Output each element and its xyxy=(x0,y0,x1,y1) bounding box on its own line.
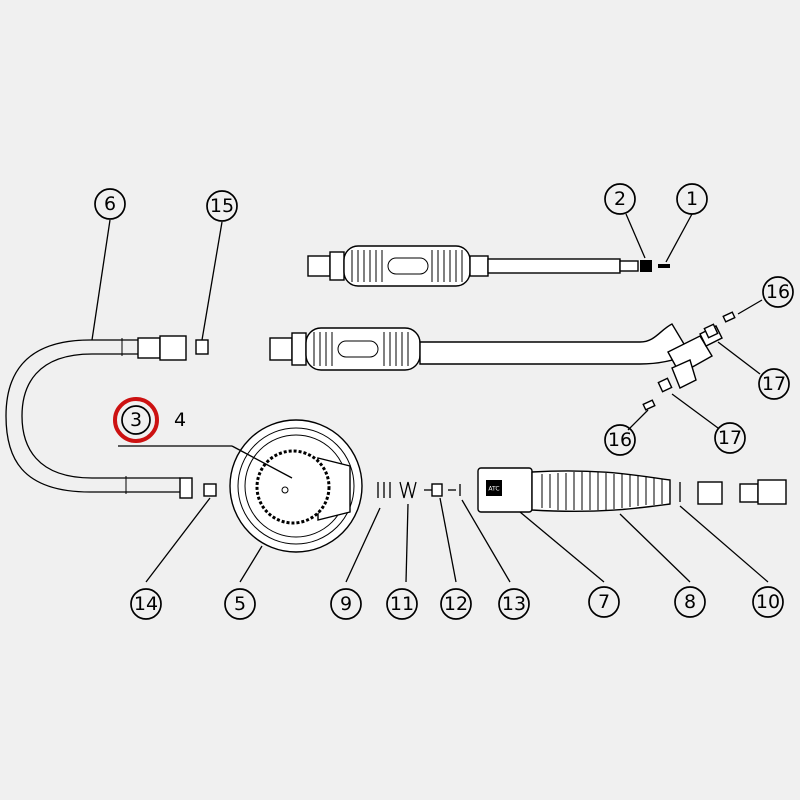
callout-17-upper: 17 xyxy=(758,368,790,400)
callout-10-label: 10 xyxy=(756,591,780,613)
callout-13-label: 13 xyxy=(502,593,526,615)
callout-16-upper-label: 16 xyxy=(766,281,790,303)
callout-2: 2 xyxy=(604,183,636,215)
callout-15: 15 xyxy=(206,190,238,222)
callout-5: 5 xyxy=(224,588,256,620)
callout-9: 9 xyxy=(330,588,362,620)
callout-2-label: 2 xyxy=(614,188,626,210)
dual-head-chuck-assembly xyxy=(269,299,763,431)
callout-3: 3 xyxy=(113,397,159,443)
callout-5-label: 5 xyxy=(234,593,246,615)
callout-16-lower: 16 xyxy=(604,424,636,456)
callout-7-label: 7 xyxy=(598,591,610,613)
callout-3-label: 3 xyxy=(130,409,142,431)
callout-4-label: 4 xyxy=(174,409,186,431)
callout-17-lower-label: 17 xyxy=(718,427,742,449)
handle-and-bellows: ATC xyxy=(477,467,787,583)
callout-12-label: 12 xyxy=(444,593,468,615)
callout-3-highlight-ring xyxy=(113,397,159,443)
inline-small-parts xyxy=(345,481,511,583)
top-chuck-assembly xyxy=(307,213,693,287)
callout-6-label: 6 xyxy=(104,193,116,215)
callout-8: 8 xyxy=(674,586,706,618)
gauge xyxy=(118,419,363,583)
callout-9-label: 9 xyxy=(340,593,352,615)
callout-10: 10 xyxy=(752,586,784,618)
callout-4: 4 xyxy=(174,409,186,431)
hose xyxy=(5,219,223,583)
callout-13: 13 xyxy=(498,588,530,620)
callout-1-label: 1 xyxy=(686,188,698,210)
callout-14-label: 14 xyxy=(134,593,158,615)
callout-16-upper: 16 xyxy=(762,276,794,308)
callout-11-label: 11 xyxy=(390,593,414,615)
callout-6: 6 xyxy=(94,188,126,220)
callout-11: 11 xyxy=(386,588,418,620)
callout-14: 14 xyxy=(130,588,162,620)
callout-7: 7 xyxy=(588,586,620,618)
brand-badge: ATC xyxy=(488,486,499,493)
callout-8-label: 8 xyxy=(684,591,696,613)
callout-17-upper-label: 17 xyxy=(762,373,786,395)
callout-1: 1 xyxy=(676,183,708,215)
callout-15-label: 15 xyxy=(210,195,234,217)
callout-16-lower-label: 16 xyxy=(608,429,632,451)
callout-12: 12 xyxy=(440,588,472,620)
callout-17-lower: 17 xyxy=(714,422,746,454)
